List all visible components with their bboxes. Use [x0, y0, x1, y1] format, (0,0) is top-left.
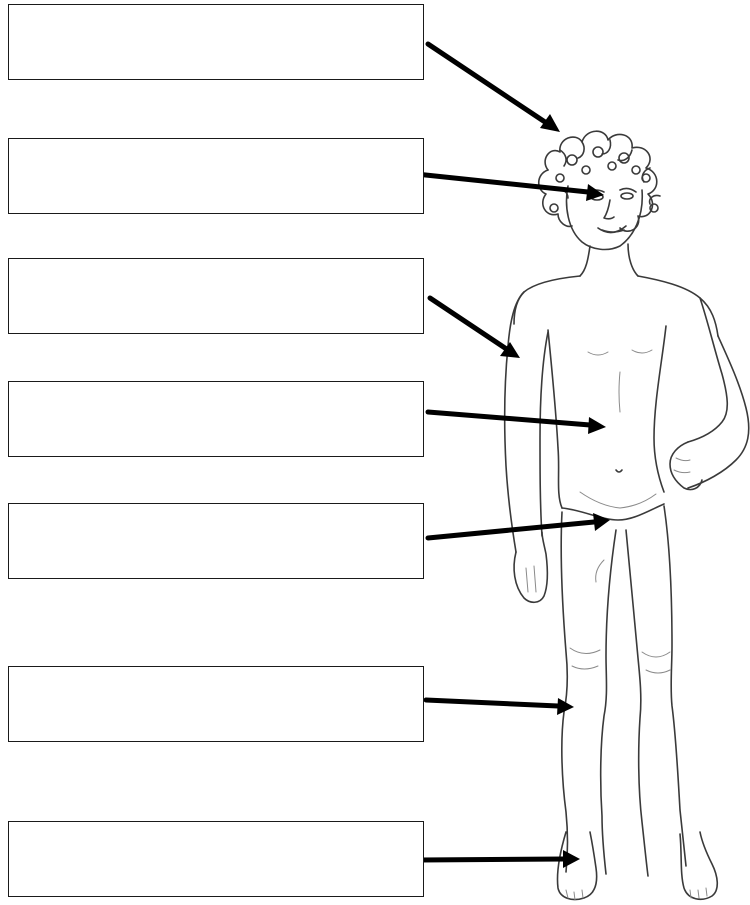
- legs: [561, 506, 686, 876]
- arrow-to-belly: [428, 412, 606, 434]
- arrow-to-foot: [420, 850, 580, 868]
- arrow-to-leg: [426, 698, 574, 715]
- arrow-to-face: [416, 174, 604, 201]
- child-figure-drawing: [505, 131, 749, 900]
- answer-box-hair[interactable]: [8, 4, 424, 80]
- pointer-arrows: [416, 44, 610, 868]
- answer-box-belly[interactable]: [8, 381, 424, 457]
- answer-box-arm[interactable]: [8, 258, 424, 334]
- answer-box-leg[interactable]: [8, 666, 424, 742]
- arrow-to-arm: [430, 298, 520, 358]
- arrow-to-groin: [428, 513, 610, 538]
- arm-hanging: [505, 292, 548, 602]
- torso: [514, 244, 718, 520]
- answer-box-foot[interactable]: [8, 821, 424, 897]
- arm-on-hip: [670, 298, 749, 490]
- curly-hair: [539, 131, 660, 231]
- answer-box-face[interactable]: [8, 138, 424, 214]
- face: [567, 186, 643, 249]
- arrow-to-hair: [428, 44, 560, 132]
- feet: [557, 832, 717, 900]
- answer-box-groin[interactable]: [8, 503, 424, 579]
